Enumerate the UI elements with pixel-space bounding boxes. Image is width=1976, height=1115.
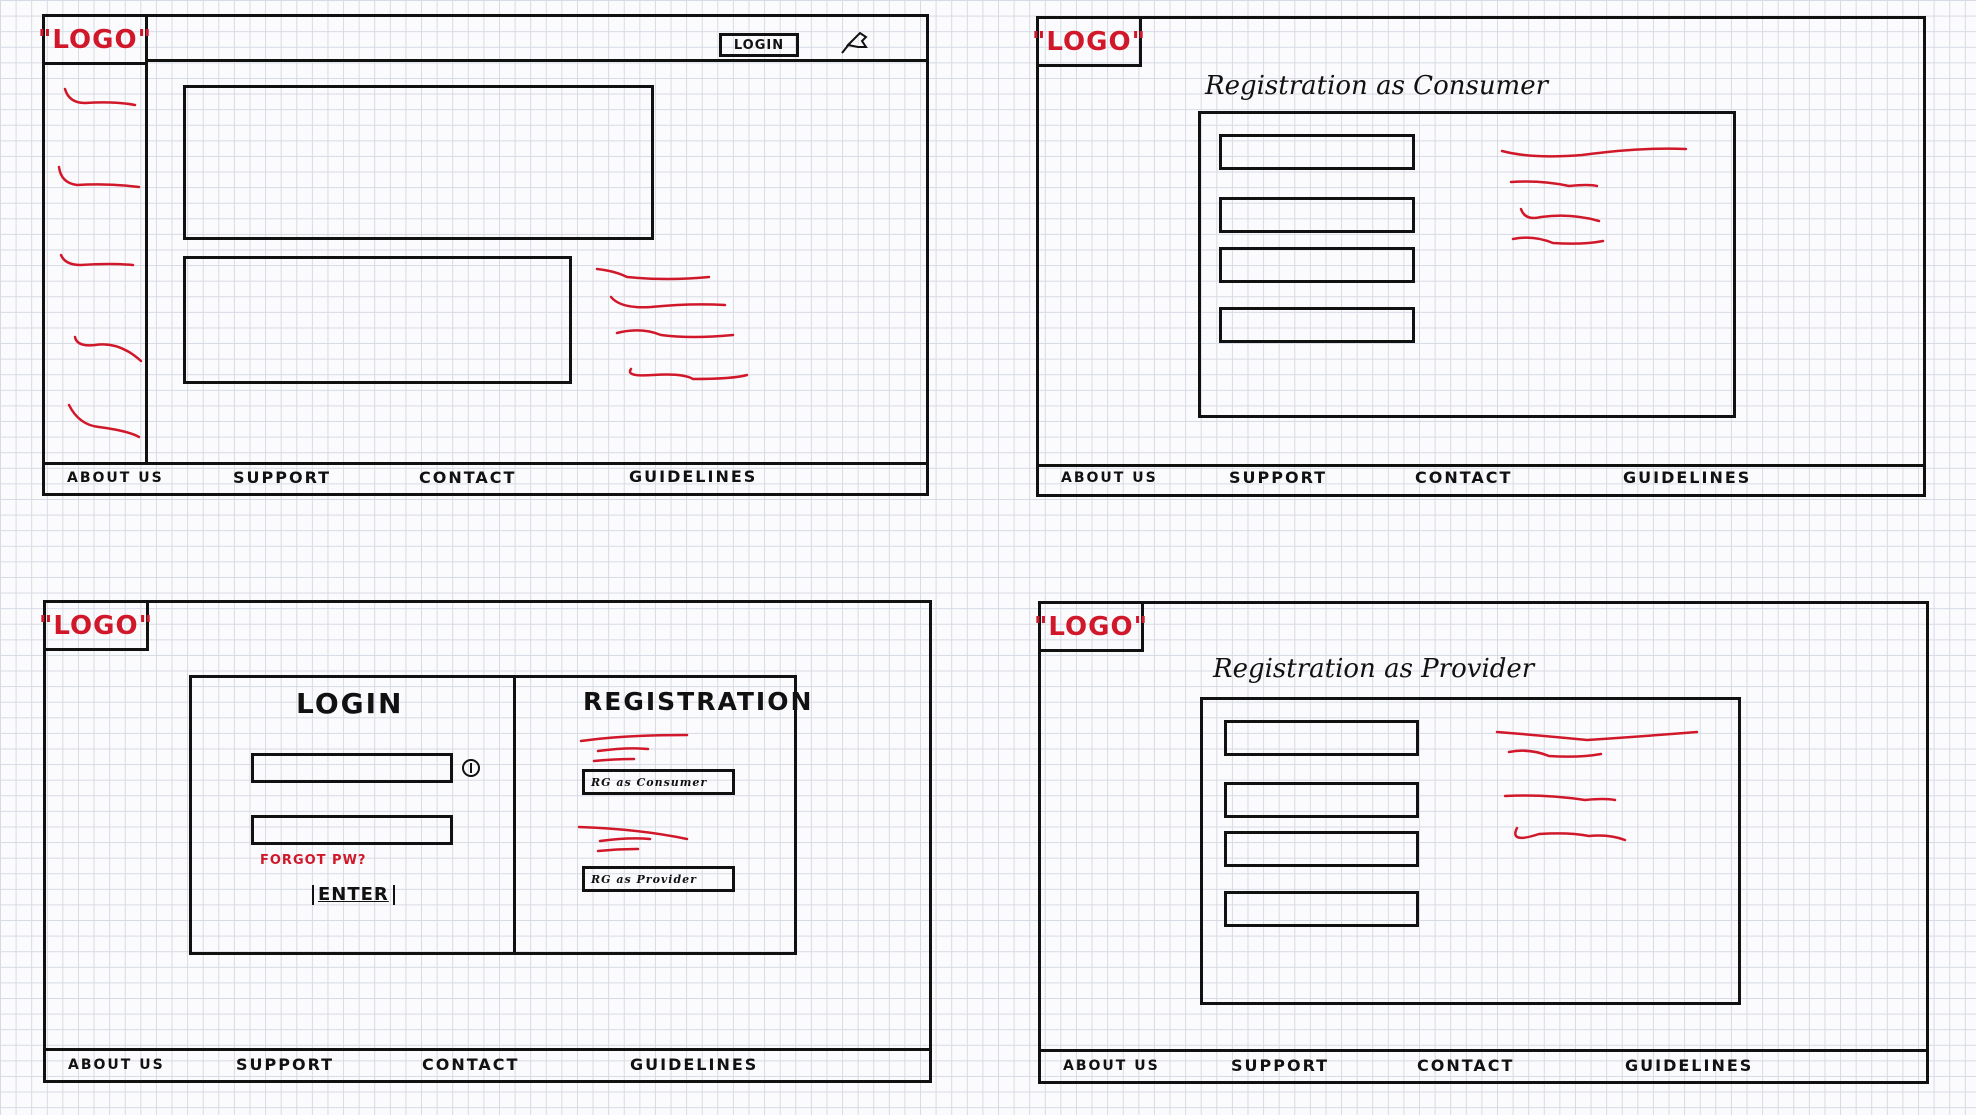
logo[interactable]: "LOGO": [39, 603, 152, 651]
register-provider-button[interactable]: RG as Provider: [582, 866, 735, 892]
forgot-password-link[interactable]: FORGOT PW?: [260, 853, 367, 868]
footer-contact[interactable]: CONTACT: [1415, 468, 1513, 487]
footer-support[interactable]: SUPPORT: [1231, 1056, 1330, 1075]
enter-button-label: ENTER: [318, 884, 389, 905]
form-container: [1198, 111, 1736, 418]
footer-divider: [1039, 464, 1923, 467]
logo[interactable]: "LOGO": [1034, 604, 1147, 652]
footer-contact[interactable]: CONTACT: [419, 468, 517, 487]
footer: ABOUT US SUPPORT CONTACT GUIDELINES: [46, 1050, 929, 1080]
password-field[interactable]: [251, 815, 453, 845]
form-field-4[interactable]: [1219, 307, 1415, 343]
register-consumer-button[interactable]: RG as Consumer: [582, 769, 735, 795]
footer-divider: [45, 462, 926, 465]
wireframe-registration-provider: "LOGO" Registration as Provider ABOUT US…: [1034, 601, 1929, 1084]
form-field-2[interactable]: [1219, 197, 1415, 233]
panel-divider: [513, 675, 516, 953]
footer-contact[interactable]: CONTACT: [422, 1055, 520, 1074]
footer-about-us[interactable]: ABOUT US: [1061, 470, 1158, 486]
login-heading: LOGIN: [296, 687, 404, 720]
footer-about-us[interactable]: ABOUT US: [1063, 1058, 1160, 1074]
footer-support[interactable]: SUPPORT: [236, 1055, 335, 1074]
footer: ABOUT US SUPPORT CONTACT GUIDELINES: [1041, 1051, 1926, 1081]
page-title: Registration as Consumer: [1205, 71, 1549, 101]
hero-placeholder: [183, 85, 654, 240]
logo[interactable]: "LOGO": [38, 17, 151, 65]
footer-guidelines[interactable]: GUIDELINES: [630, 1055, 759, 1074]
wireframe-home: "LOGO" LOGIN ABOUT US SUPPORT CONTACT GU…: [38, 14, 929, 496]
footer-support[interactable]: SUPPORT: [233, 468, 332, 487]
footer-guidelines[interactable]: GUIDELINES: [1625, 1056, 1754, 1075]
footer-about-us[interactable]: ABOUT US: [67, 470, 164, 486]
page-title: Registration as Provider: [1213, 654, 1535, 684]
registration-heading: REGISTRATION: [583, 687, 814, 716]
form-field-4[interactable]: [1224, 891, 1419, 927]
form-field-3[interactable]: [1219, 247, 1415, 283]
login-button[interactable]: LOGIN: [719, 33, 799, 57]
logo[interactable]: "LOGO": [1032, 19, 1145, 67]
footer-contact[interactable]: CONTACT: [1417, 1056, 1515, 1075]
login-panel: [189, 675, 797, 955]
footer: ABOUT US SUPPORT CONTACT GUIDELINES: [1039, 464, 1923, 494]
form-field-1[interactable]: [1219, 134, 1415, 170]
sidebar-divider: [145, 62, 148, 462]
footer-guidelines[interactable]: GUIDELINES: [1623, 468, 1752, 487]
wireframe-registration-consumer: "LOGO" Registration as Consumer ABOUT US…: [1032, 16, 1926, 497]
footer: ABOUT US SUPPORT CONTACT GUIDELINES: [45, 463, 926, 493]
footer-guidelines[interactable]: GUIDELINES: [629, 467, 758, 486]
enter-button[interactable]: ENTER: [312, 885, 395, 905]
header-divider: [148, 59, 926, 62]
wireframe-login: "LOGO" LOGIN FORGOT PW? ENTER REGISTRATI…: [39, 600, 932, 1083]
footer-divider: [1041, 1049, 1926, 1052]
footer-about-us[interactable]: ABOUT US: [68, 1057, 165, 1073]
form-field-2[interactable]: [1224, 782, 1419, 818]
form-field-3[interactable]: [1224, 831, 1419, 867]
image-placeholder: [183, 256, 572, 384]
footer-divider: [46, 1048, 929, 1051]
form-container: [1200, 697, 1741, 1005]
username-field[interactable]: [251, 753, 453, 783]
footer-support[interactable]: SUPPORT: [1229, 468, 1328, 487]
form-field-1[interactable]: [1224, 720, 1419, 756]
